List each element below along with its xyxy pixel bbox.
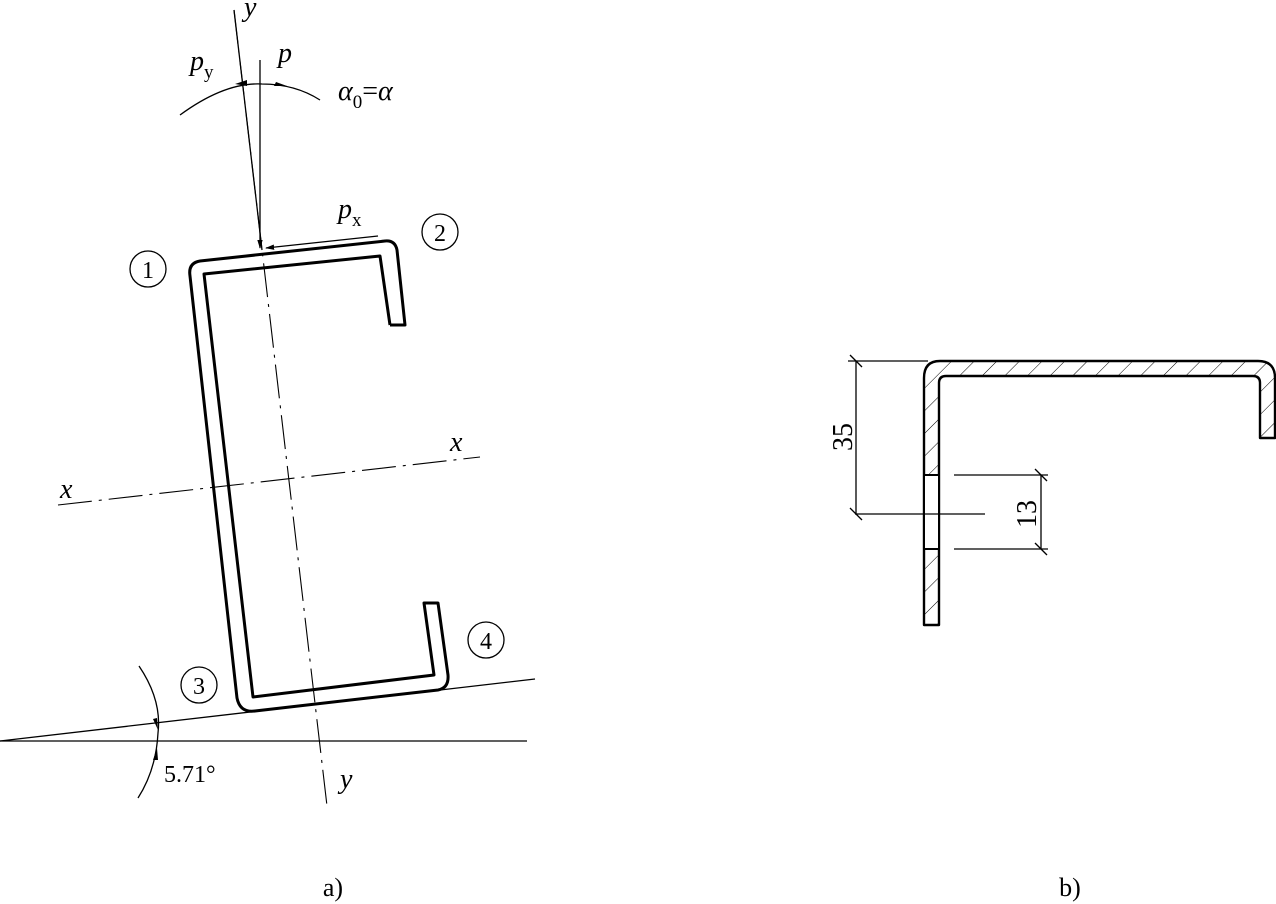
corner-1-label: 1 <box>142 258 154 284</box>
dim35-label: 35 <box>828 423 859 451</box>
corner-2-circle <box>421 213 459 251</box>
figure-a-caption: a) <box>323 873 343 902</box>
dim13-tick-top <box>1034 468 1048 482</box>
figure-b: 35 13 b) <box>828 354 1276 902</box>
alpha0-arrow-right <box>274 82 287 86</box>
alpha0-arc <box>179 83 321 116</box>
corner-3-circle <box>180 666 218 704</box>
c-section-outer <box>188 239 450 713</box>
corner-1-circle <box>129 250 167 288</box>
y-axis-line-top-solid <box>233 9 263 251</box>
slope-angle-label: 5.71° <box>164 762 216 788</box>
corner-4-label: 4 <box>480 629 492 655</box>
angle-section <box>922 359 1276 627</box>
dim35-tick-top <box>849 354 863 368</box>
dim13-label: 13 <box>1012 500 1043 528</box>
dim13-tick-bottom <box>1034 542 1048 556</box>
load-py-label: py <box>188 46 214 83</box>
hole-gap <box>925 476 938 548</box>
alpha0-arrow-left <box>235 80 247 86</box>
slope-line <box>0 678 536 742</box>
alpha0-label: α0=α <box>338 76 394 113</box>
slope-angle-arc <box>137 665 160 799</box>
load-px-arrow <box>265 235 379 250</box>
corner-4-circle <box>467 621 505 659</box>
dim35-tick-bottom <box>849 507 863 521</box>
figure-a: 1 2 3 4 y y x x p py px α0=α 5.71° a) <box>0 0 536 902</box>
y-axis-label-bottom: y <box>337 764 353 795</box>
x-axis-label-right: x <box>449 427 463 458</box>
x-axis-label-left: x <box>59 474 73 505</box>
x-axis-line <box>57 456 481 506</box>
corner-3-label: 3 <box>193 674 205 700</box>
y-axis-label-top: y <box>241 0 257 23</box>
figure-b-caption: b) <box>1059 873 1081 902</box>
slope-angle-arrow-bottom <box>153 748 158 760</box>
load-p-label: p <box>276 38 292 69</box>
load-px-label: px <box>336 194 362 231</box>
corner-2-label: 2 <box>434 221 446 247</box>
slope-angle-arrow-top <box>153 718 158 730</box>
